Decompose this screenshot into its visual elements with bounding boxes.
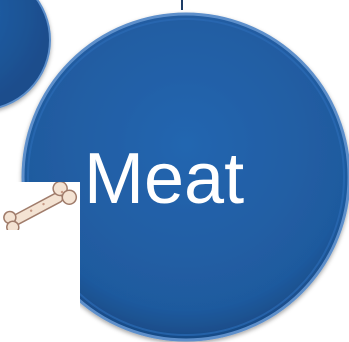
bone-icon (0, 182, 80, 230)
neighbor-circle (0, 0, 50, 110)
circle-label: Meat (84, 138, 284, 220)
